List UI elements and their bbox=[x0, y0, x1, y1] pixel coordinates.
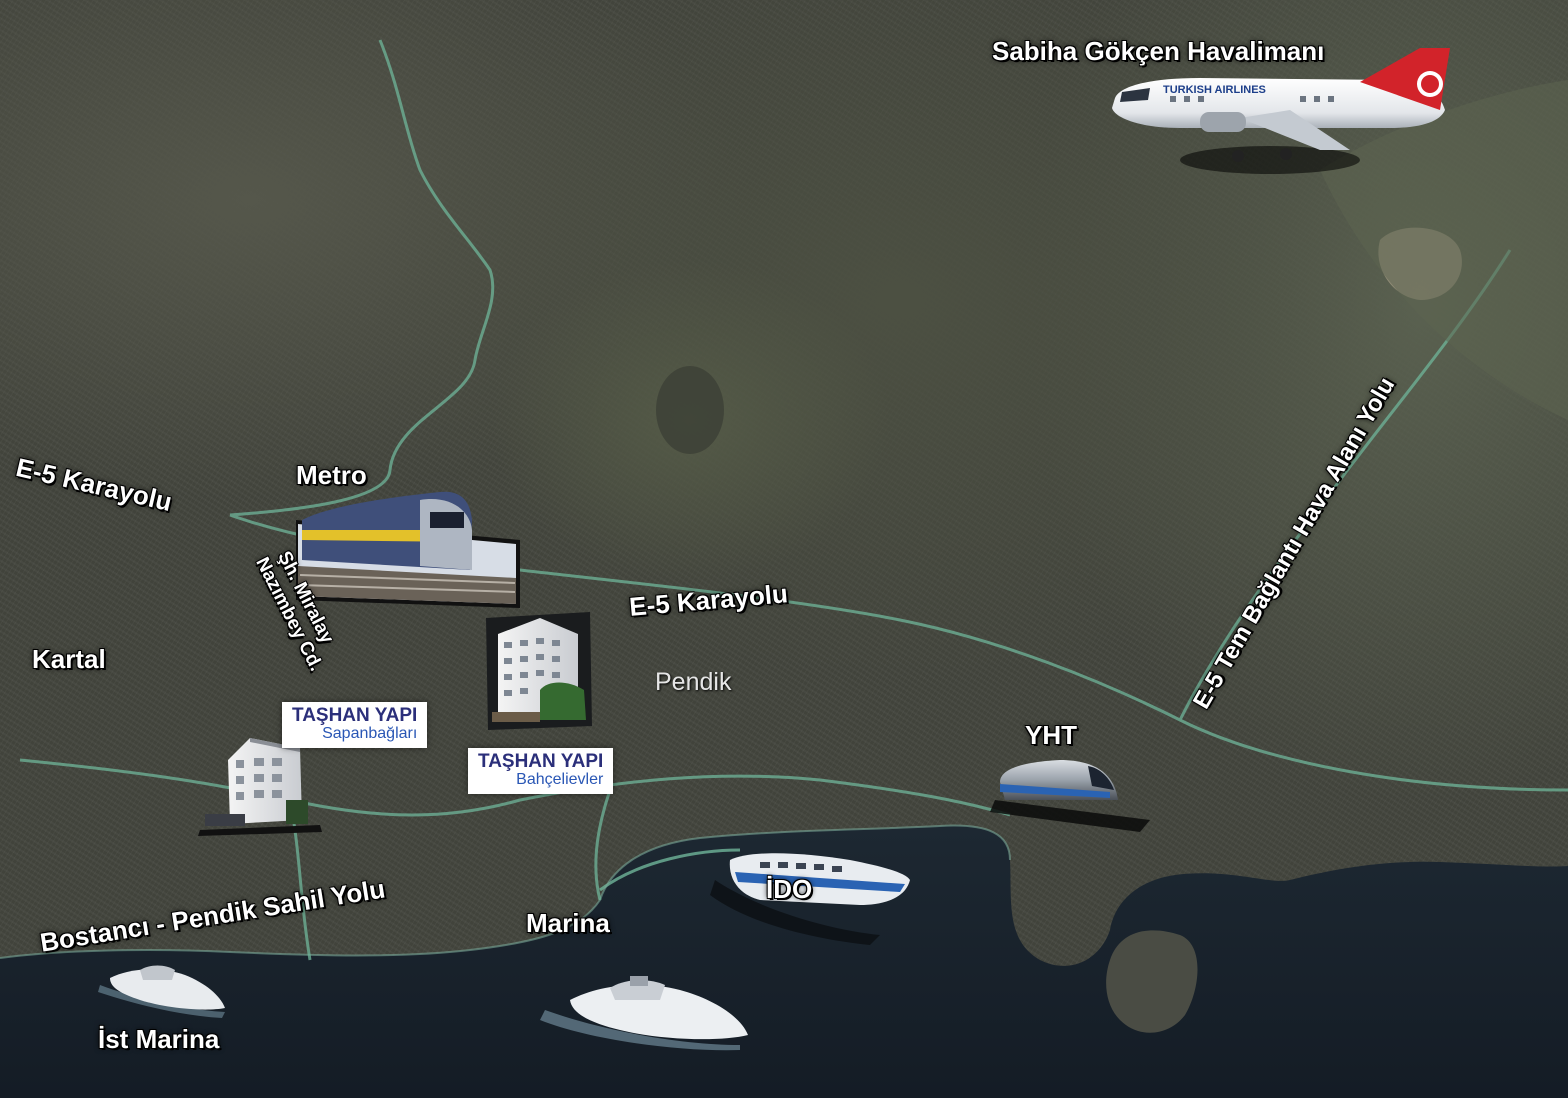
airline-livery-text: TURKISH AIRLINES bbox=[1163, 84, 1266, 96]
project-location: Sapanbağları bbox=[322, 724, 418, 742]
coast-outline bbox=[0, 824, 1011, 959]
project-card-sapanbaglari[interactable]: TAŞHAN YAPI Sapanbağları bbox=[282, 702, 428, 748]
airport-label: Sabiha Gökçen Havalimanı bbox=[992, 36, 1325, 66]
ido-ferry-icon bbox=[710, 853, 910, 945]
project-card-bahcelievler[interactable]: TAŞHAN YAPI Bahçelievler bbox=[468, 748, 614, 794]
sea bbox=[0, 825, 1568, 1098]
project-brand: TAŞHAN YAPI bbox=[292, 705, 418, 726]
building-sapanbaglari-icon bbox=[198, 738, 322, 836]
project-brand: TAŞHAN YAPI bbox=[478, 751, 604, 772]
metro-train-icon bbox=[296, 491, 520, 608]
yacht-marina-icon bbox=[540, 976, 748, 1051]
hill-feature bbox=[656, 366, 724, 454]
ist-marina-label: İst Marina bbox=[98, 1024, 220, 1054]
metro-label: Metro bbox=[296, 460, 367, 490]
marina-label: Marina bbox=[526, 908, 610, 938]
marina-breakwater bbox=[599, 848, 741, 892]
building-bahcelievler-icon bbox=[486, 612, 592, 730]
port-peninsula bbox=[1106, 930, 1198, 1033]
yht-train-icon bbox=[990, 760, 1150, 832]
project-location: Bahçelievler bbox=[516, 770, 604, 788]
airplane-icon bbox=[1112, 48, 1450, 174]
airport-field bbox=[1320, 80, 1568, 420]
ido-label: İDO bbox=[766, 874, 813, 904]
yht-label: YHT bbox=[1025, 720, 1077, 750]
yacht-ist-marina-icon bbox=[98, 965, 225, 1018]
kartal-label: Kartal bbox=[32, 644, 106, 674]
pendik-label: Pendik bbox=[655, 668, 732, 696]
